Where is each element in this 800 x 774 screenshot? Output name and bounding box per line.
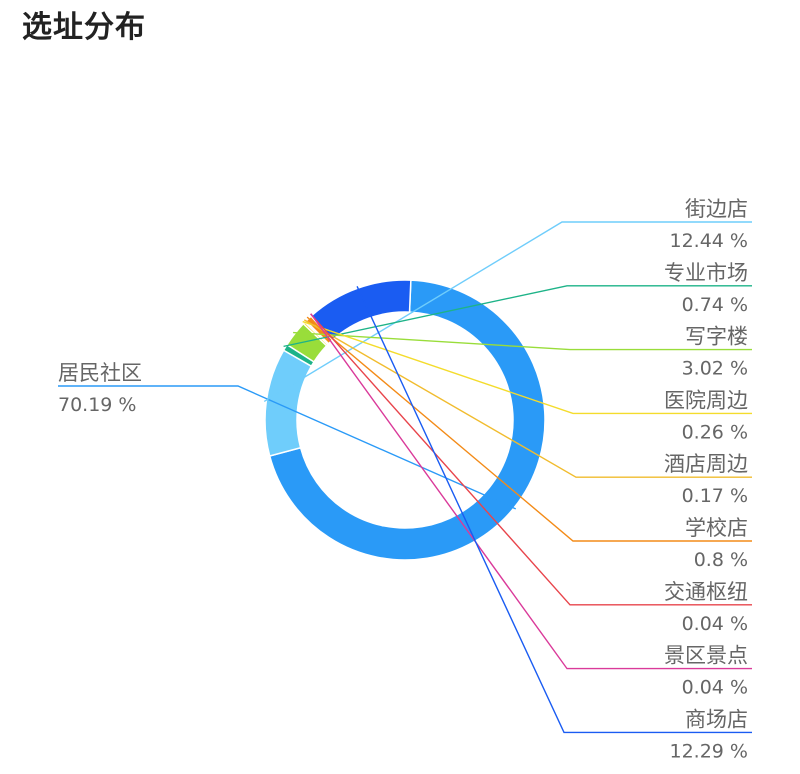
callout-line-2 (283, 285, 752, 348)
slice-name-label: 医院周边 (664, 388, 748, 412)
callout-line-9 (356, 286, 752, 734)
slice-name-label: 专业市场 (664, 261, 748, 285)
callout-line-4 (302, 320, 752, 415)
slice-name-label: 酒店周边 (664, 452, 748, 476)
callout-line-5 (303, 319, 752, 478)
callout-line-8 (310, 313, 752, 670)
slice-value-label: 0.26 % (682, 421, 748, 443)
slice-name-label: 学校店 (685, 516, 748, 540)
slice-value-label: 0.74 % (682, 294, 748, 316)
donut-slice-9 (310, 279, 412, 341)
slice-value-label: 3.02 % (682, 358, 748, 380)
slice-name-label: 景区景点 (664, 644, 748, 668)
callout-line-7 (310, 313, 752, 606)
slice-value-label: 12.44 % (670, 230, 749, 252)
slice-value-label: 0.17 % (682, 485, 748, 507)
donut-slice-0 (268, 279, 546, 561)
slice-value-label: 70.19 % (58, 394, 137, 416)
donut-slice-1 (264, 349, 313, 457)
slice-value-label: 0.04 % (682, 677, 748, 699)
callout-line-6 (306, 316, 752, 542)
slice-name-label: 居民社区 (58, 361, 142, 385)
callout-line-0 (58, 385, 517, 510)
callout-line-3 (293, 331, 752, 351)
page-title: 选址分布 (22, 10, 146, 45)
slice-name-label: 写字楼 (685, 325, 748, 349)
slice-name-label: 交通枢纽 (664, 580, 748, 604)
slice-value-label: 0.8 % (694, 549, 748, 571)
slice-value-label: 12.29 % (670, 740, 749, 762)
slice-name-label: 商场店 (685, 707, 748, 731)
slice-value-label: 0.04 % (682, 613, 748, 635)
slice-name-label: 街边店 (685, 197, 748, 221)
